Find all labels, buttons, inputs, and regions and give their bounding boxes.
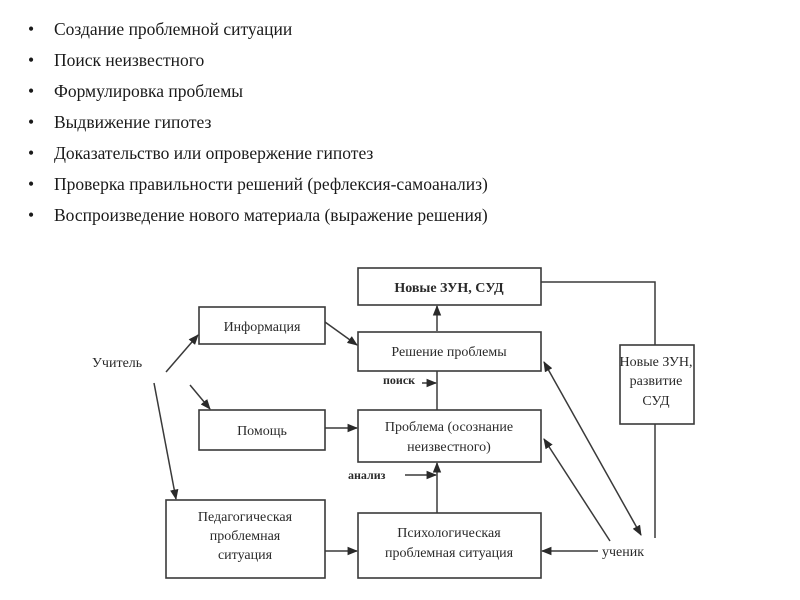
svg-text:ситуация: ситуация: [218, 548, 273, 563]
edge-new-zun-to-development: [541, 281, 656, 345]
edge-label-search: поиск: [383, 373, 415, 387]
list-item: •Проверка правильности решений (рефлекси…: [22, 169, 488, 200]
node-problem-awareness: Проблема (осознание неизвестного): [357, 409, 542, 463]
edge-teacher-help: [189, 384, 211, 410]
bullet-icon: •: [28, 112, 35, 132]
node-pedagogical-situation: Педагогическая проблемная ситуация: [165, 499, 326, 579]
list-item: •Выдвижение гипотез: [22, 107, 488, 138]
bullet-icon: •: [28, 50, 35, 70]
svg-text:неизвестного): неизвестного): [407, 440, 491, 455]
bullet-icon: •: [28, 174, 35, 194]
svg-text:СУД: СУД: [642, 394, 670, 409]
node-student: ученик: [602, 545, 644, 560]
svg-text:Педагогическая: Педагогическая: [198, 510, 293, 525]
svg-text:Проблема (осознание: Проблема (осознание: [385, 420, 513, 435]
edge-student-solving: [543, 361, 642, 536]
node-new-zun-development: Новые ЗУН, развитие СУД: [619, 344, 695, 425]
svg-text:проблемная ситуация: проблемная ситуация: [385, 546, 514, 561]
node-teacher: Учитель: [92, 356, 142, 371]
svg-text:развитие: развитие: [630, 374, 683, 389]
bullet-icon: •: [28, 143, 35, 163]
node-psychological-situation: Психологическая проблемная ситуация: [357, 512, 542, 579]
list-item: •Создание проблемной ситуации: [22, 14, 488, 45]
bullet-icon: •: [28, 81, 35, 101]
list-item: •Воспроизведение нового материала (выраж…: [22, 200, 488, 231]
edge-student-problem: [543, 438, 611, 542]
list-item: •Доказательство или опровержение гипотез: [22, 138, 488, 169]
node-help: Помощь: [198, 409, 326, 451]
svg-text:Новые ЗУН,: Новые ЗУН,: [619, 355, 692, 370]
bullet-icon: •: [28, 19, 35, 39]
svg-text:Психологическая: Психологическая: [397, 526, 501, 541]
list-item: •Формулировка проблемы: [22, 76, 488, 107]
edge-label-analysis: анализ: [348, 468, 386, 482]
list-item: •Поиск неизвестного: [22, 45, 488, 76]
node-information: Информация: [198, 306, 326, 345]
node-problem-solving: Решение проблемы: [357, 331, 542, 372]
edge-teacher-information: [165, 334, 199, 373]
svg-text:проблемная: проблемная: [210, 529, 281, 544]
bullet-list: •Создание проблемной ситуации •Поиск неи…: [22, 14, 488, 231]
svg-text:Решение проблемы: Решение проблемы: [391, 345, 507, 360]
svg-text:Информация: Информация: [224, 320, 301, 335]
edge-teacher-pedagogical: [153, 382, 179, 501]
svg-text:Новые ЗУН, СУД: Новые ЗУН, СУД: [394, 281, 504, 296]
bullet-icon: •: [28, 205, 35, 225]
edge-information-solving: [324, 321, 358, 346]
node-new-zun-sud: Новые ЗУН, СУД: [357, 267, 542, 306]
svg-text:Помощь: Помощь: [237, 424, 287, 439]
